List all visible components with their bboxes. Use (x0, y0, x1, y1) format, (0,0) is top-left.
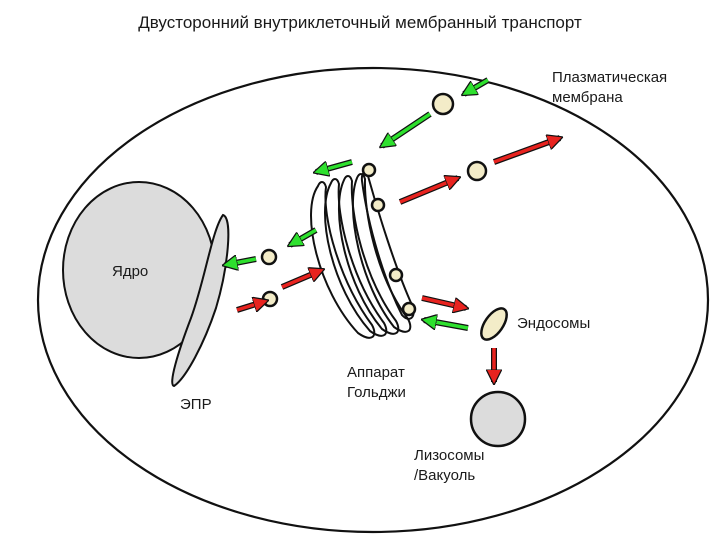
lysosome-vacuole (469, 390, 527, 448)
green-arrow-membrane-to-vesicle (464, 77, 490, 97)
red-arrow-golgi-to-vesicle (398, 178, 458, 205)
er-label: ЭПР (180, 396, 212, 413)
golgi-label-line2: Гольджи (347, 384, 406, 401)
vesicle (260, 248, 278, 266)
red-arrow-er-to-golgi-top (280, 270, 322, 290)
plasma-membrane (36, 66, 710, 534)
endosome (480, 307, 508, 341)
green-arrow-golgi-to-vesicle (290, 227, 318, 248)
diagram-title: Двусторонний внутриклеточный мембранный … (138, 13, 582, 32)
green-arrow-golgi-top-left (316, 159, 353, 172)
green-arrow-vesicle-to-golgi (382, 111, 432, 146)
vesicle (431, 92, 455, 116)
golgi-label-line1: Аппарат (347, 364, 405, 381)
golgi-apparatus (310, 171, 415, 339)
inward-transport-arrows (225, 77, 490, 331)
green-arrow-vesicle-to-er (225, 259, 257, 265)
endosomes-label: Эндосомы (517, 315, 590, 332)
vesicle (401, 301, 417, 317)
vesicle (466, 160, 488, 182)
vesicle (361, 162, 377, 178)
red-arrow-vesicle-to-membrane (492, 138, 560, 165)
outward-transport-arrows (236, 138, 560, 382)
vesicle (388, 267, 404, 283)
vesicle (370, 197, 386, 213)
red-arrow-golgi-to-endosome (421, 295, 466, 308)
red-arrow-er-to-golgi-bottom (236, 301, 266, 313)
lysosomes-label-line2: /Вакуоль (414, 467, 475, 484)
transport-vesicles (260, 92, 488, 317)
lysosomes-label-line1: Лизосомы (414, 447, 484, 464)
green-arrow-endosome-to-golgi (424, 320, 469, 331)
nucleus-label: Ядро (112, 263, 148, 280)
plasma-membrane-label-line1: Плазматическая (552, 69, 667, 86)
plasma-membrane-label-line2: мембрана (552, 89, 623, 106)
